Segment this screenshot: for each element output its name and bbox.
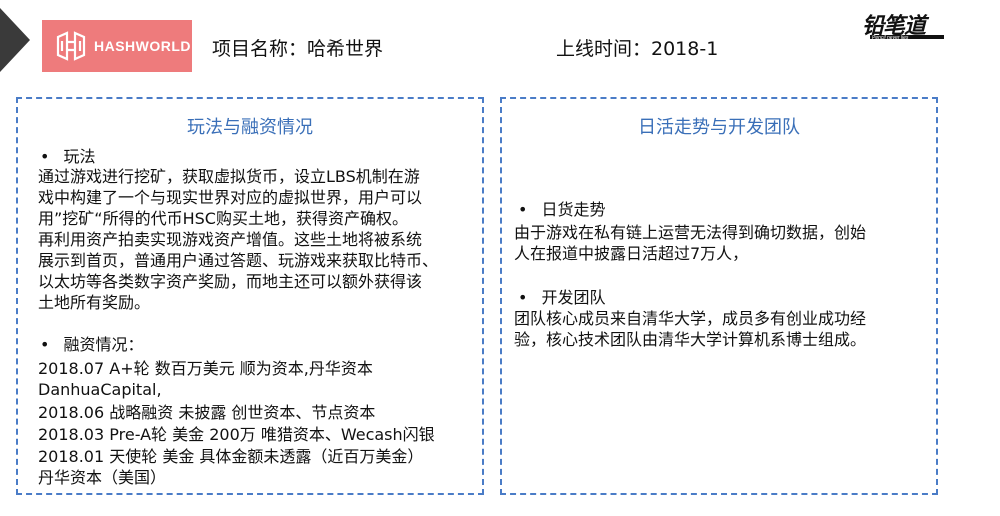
gameplay-line: 再利用资产拍卖实现游戏资产增值。这些土地将被系统 xyxy=(38,230,423,249)
brand-underline xyxy=(870,35,944,39)
logo-text: HASHWORLD xyxy=(94,38,192,54)
gameplay-line: 土地所有奖励。 xyxy=(38,293,151,312)
team-heading: 开发团队 xyxy=(518,287,605,308)
dau-team-panel: 日活走势与开发团队 xyxy=(500,97,938,495)
brand-logo: 铅笔道 Pencil never lies xyxy=(862,8,948,42)
financing-heading: 融资情况： xyxy=(40,334,143,355)
team-line: 团队核心成员来自清华大学，成员多有创业成功经 xyxy=(514,309,867,328)
brand-tagline: Pencil never lies xyxy=(872,35,909,41)
financing-line: 2018.03 Pre-A轮 美金 200万 唯猎资本、Wecash闪银 xyxy=(38,425,435,444)
team-line: 验，核心技术团队由清华大学计算机系博士组成。 xyxy=(514,330,867,349)
financing-line: 丹华资本（美国） xyxy=(38,468,167,487)
panel-title: 日活走势与开发团队 xyxy=(638,117,800,138)
dau-line: 由于游戏在私有链上运营无法得到确切数据，创始 xyxy=(514,223,867,242)
gameplay-line: 展示到首页，普通用户通过答题、玩游戏来获取比特币、 xyxy=(38,251,439,270)
launch-time: 上线时间：2018-1 xyxy=(556,38,719,60)
financing-line: 2018.06 战略融资 未披露 创世资本、节点资本 xyxy=(38,403,376,422)
gameplay-heading: 玩法 xyxy=(40,146,95,167)
gameplay-financing-panel: 玩法与融资情况 xyxy=(16,97,484,495)
dau-heading: 日货走势 xyxy=(518,199,605,220)
gameplay-line: 戏中构建了一个与现实世界对应的虚拟世界，用户可以 xyxy=(38,188,423,207)
hashworld-logo-icon xyxy=(56,31,86,61)
gameplay-line: 用”挖矿“所得的代币HSC购买土地，获得资产确权。 xyxy=(38,209,408,228)
corner-arrow-decoration xyxy=(0,8,30,72)
panel-title: 玩法与融资情况 xyxy=(187,117,313,138)
dau-line: 人在报道中披露日活超过7万人， xyxy=(514,244,749,263)
financing-line: 2018.01 天使轮 美金 具体金额未透露（近百万美金） xyxy=(38,447,424,466)
financing-line: 2018.07 A+轮 数百万美元 顺为资本,丹华资本 xyxy=(38,359,373,378)
project-name: 项目名称：哈希世界 xyxy=(212,38,384,60)
gameplay-line: 通过游戏进行挖矿，获取虚拟货币，设立LBS机制在游 xyxy=(38,167,420,186)
hashworld-logo: HASHWORLD xyxy=(42,20,192,72)
gameplay-line: 以太坊等各类数字资产奖励，而地主还可以额外获得该 xyxy=(38,272,423,291)
financing-line: DanhuaCapital, xyxy=(38,380,162,399)
brand-logo-text: 铅笔道 xyxy=(862,14,926,39)
